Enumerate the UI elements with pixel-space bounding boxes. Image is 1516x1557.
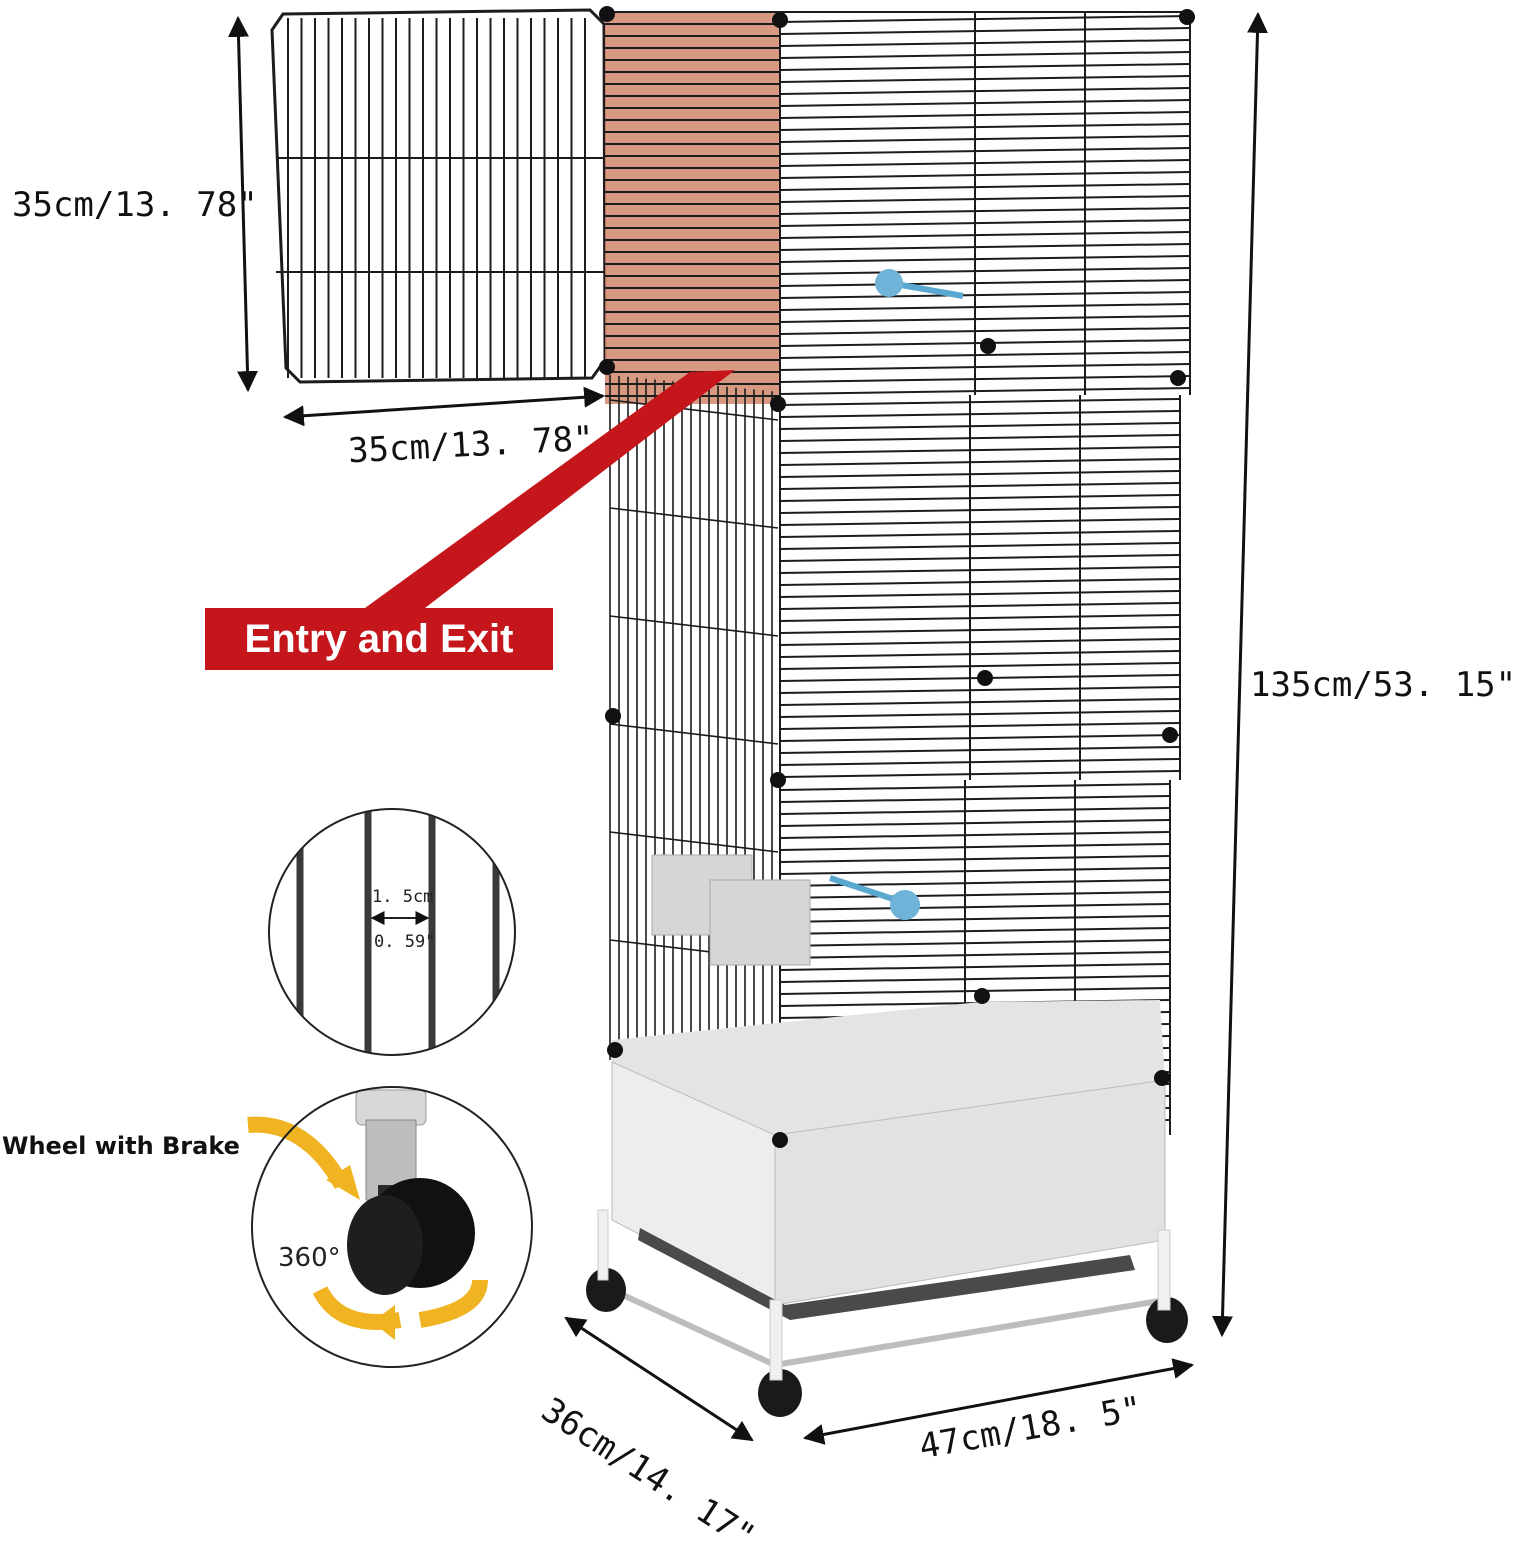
total-height-label: 135cm/53. 15" — [1250, 665, 1516, 705]
panel-height-label: 35cm/13. 78" — [12, 185, 258, 225]
door-highlight — [605, 12, 780, 404]
wire-gap-imperial: 0. 59" — [374, 932, 436, 952]
dimension-arrows — [228, 11, 1268, 1445]
detached-door-panel — [270, 8, 607, 384]
feeder-bowls — [651, 854, 811, 966]
panel-width-arrow — [282, 386, 606, 427]
wheel-zoom — [247, 1086, 533, 1368]
pointer-arrow-icon — [247, 1116, 349, 1190]
entry-exit-label: Entry and Exit — [205, 608, 553, 670]
base-tray — [610, 1000, 1166, 1369]
width-arrow — [802, 1358, 1195, 1445]
entry-exit-pointer — [365, 370, 735, 608]
cage-wheels — [586, 1209, 1188, 1417]
wire-spacing-zoom — [268, 808, 516, 1056]
perch-lower — [829, 875, 920, 920]
wheel-brake-label: Wheel with Brake — [2, 1132, 240, 1160]
rotation-label: 360° — [278, 1243, 341, 1273]
panel-height-arrow — [228, 15, 258, 393]
product-scene — [228, 6, 1268, 1445]
depth-arrow — [564, 1316, 754, 1442]
wire-gap-metric: 1. 5cm — [372, 887, 434, 907]
perch-upper — [875, 269, 964, 299]
cage-front — [605, 11, 1191, 1135]
total-height-arrow — [1212, 11, 1268, 1338]
